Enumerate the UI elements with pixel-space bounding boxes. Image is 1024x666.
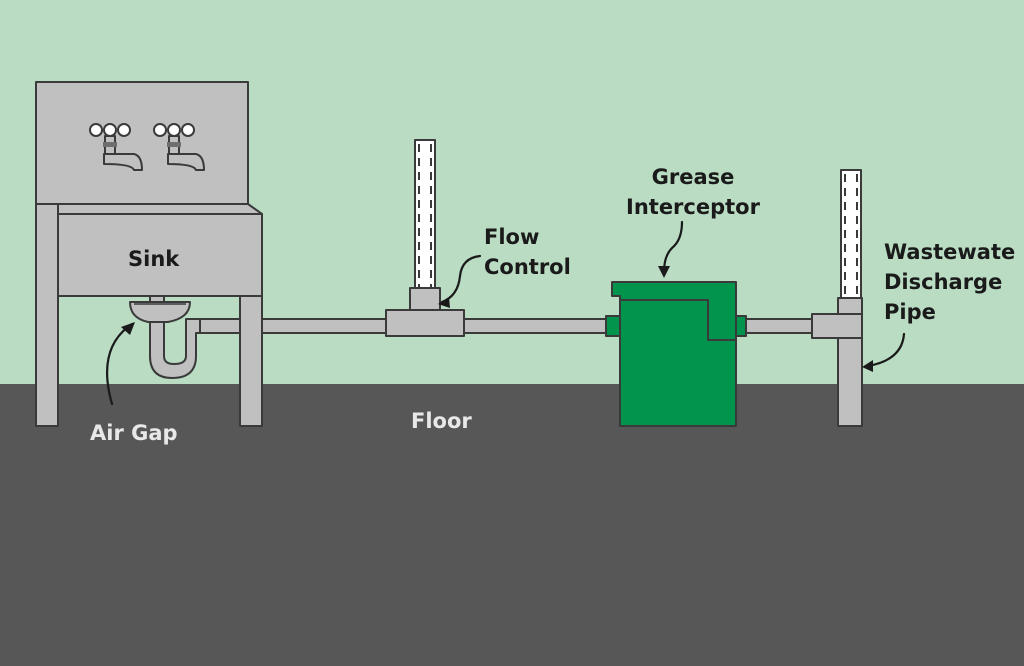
sink-rim <box>35 203 263 215</box>
outlet-pipe <box>737 318 819 334</box>
arrow-grease-interceptor <box>662 220 684 274</box>
arrow-air-gap-head <box>121 322 135 335</box>
grease-interceptor-label: Grease Interceptor <box>620 162 766 222</box>
sink-label: Sink <box>128 247 180 271</box>
air-gap-label: Air Gap <box>90 421 178 445</box>
arrow-flow-control <box>440 254 482 304</box>
p-trap <box>149 317 201 379</box>
sink-leg-right <box>239 295 263 427</box>
sink-leg-left <box>35 203 59 427</box>
floor <box>0 384 1024 666</box>
discharge-pipe-label-line: Wastewate <box>884 240 1016 264</box>
arrow-discharge-pipe-head <box>862 360 873 372</box>
grease-interceptor-label-line: Interceptor <box>626 195 760 219</box>
faucet-icon <box>89 123 143 171</box>
discharge-pipe-label-line: Pipe <box>884 300 936 324</box>
faucet-icon <box>153 123 205 171</box>
grease-interceptor-label-line: Grease <box>651 165 735 189</box>
discharge-pipe-label-line: Discharge <box>884 270 1003 294</box>
air-gap-funnel <box>129 301 191 323</box>
flow-control-label-line: Control <box>484 255 571 279</box>
arrow-grease-interceptor-head <box>658 266 670 278</box>
floor-label: Floor <box>411 409 472 433</box>
flow-control-label: Flow Control <box>484 222 571 282</box>
grease-interceptor <box>605 281 747 427</box>
sink-backsplash <box>35 81 249 205</box>
sink-unit <box>35 81 263 427</box>
flow-control-label-line: Flow <box>484 225 540 249</box>
arrow-flow-control-head <box>438 297 450 308</box>
sink-basin <box>57 213 263 297</box>
discharge-pipe-label: Wastewate Discharge Pipe <box>884 237 1015 327</box>
arrow-discharge-pipe <box>866 332 906 368</box>
